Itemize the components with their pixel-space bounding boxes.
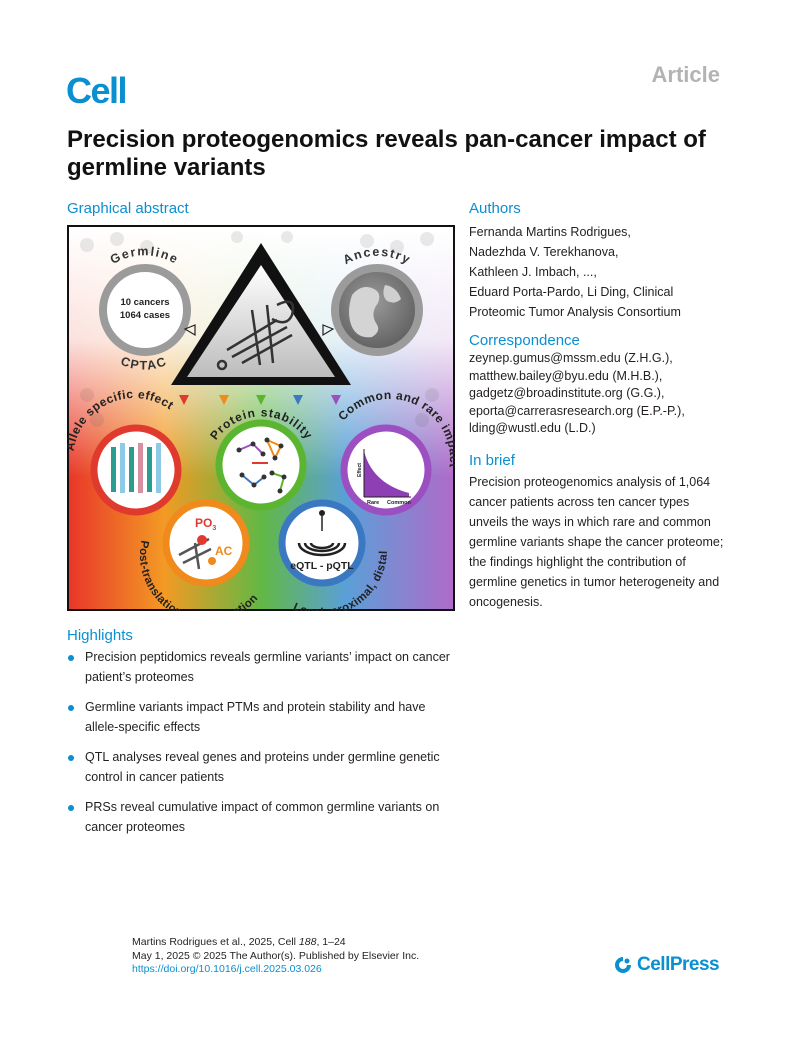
- svg-text:CPTAC: CPTAC: [119, 354, 169, 373]
- author-line: Fernanda Martins Rodrigues,: [469, 225, 631, 239]
- ac-label: AC: [215, 544, 233, 558]
- allele-bars-icon: [111, 443, 161, 493]
- author-line: Nadezhda V. Terekhanova,: [469, 245, 619, 259]
- correspondence-email[interactable]: eporta@carrerasresearch.org (E.P.-P.),: [469, 403, 685, 418]
- highlight-item: PRSs reveal cumulative impact of common …: [68, 798, 453, 837]
- article-type-label: Article: [651, 62, 720, 87]
- rare-axis-label: Rare: [367, 500, 379, 506]
- in-brief-heading: In brief: [469, 452, 515, 469]
- graphical-abstract-heading: Graphical abstract: [67, 200, 189, 217]
- correspondence-email[interactable]: matthew.bailey@byu.edu (M.H.B.),: [469, 368, 663, 383]
- cellpress-icon: [615, 957, 631, 973]
- doi-link[interactable]: https://doi.org/10.1016/j.cell.2025.03.0…: [132, 963, 322, 975]
- common-axis-label: Common: [387, 500, 411, 506]
- journal-logo: Cell: [66, 70, 128, 111]
- cptac-label: CPTAC: [119, 354, 168, 373]
- po3-label: PO3: [195, 516, 216, 532]
- citation-footer: Martins Rodrigues et al., 2025, Cell 188…: [132, 936, 419, 977]
- authors-heading: Authors: [469, 200, 521, 217]
- article-title: Precision proteogenomics reveals pan-can…: [67, 126, 706, 181]
- cancers-count: 10 cancers: [120, 297, 169, 308]
- ancestry-circle: Ancestry: [331, 245, 423, 356]
- colored-arrows: [179, 395, 341, 405]
- dna-radiating-icon: [297, 542, 347, 557]
- eqtl-pqtl-label: eQTL - pQTL: [290, 560, 354, 572]
- highlights-heading: Highlights: [67, 627, 133, 644]
- effect-curve-icon: Effect Rare Common: [357, 449, 411, 506]
- highlights-list: Precision peptidomics reveals germline v…: [68, 648, 453, 848]
- citation-prefix: Martins Rodrigues et al., 2025, Cell: [132, 936, 299, 948]
- correspondence-email[interactable]: lding@wustl.edu (L.D.): [469, 421, 596, 435]
- germline-circle: Germline 10 cancers 1064 cases CPTAC: [99, 244, 191, 373]
- cellpress-logo: CellPress: [613, 954, 720, 976]
- author-line: Proteomic Tumor Analysis Consortium: [469, 305, 681, 319]
- effect-axis-label: Effect: [357, 463, 363, 477]
- correspondence-heading: Correspondence: [469, 332, 580, 349]
- central-triangle: [171, 243, 351, 385]
- silhouette-pattern: [80, 231, 439, 427]
- correspondence-email[interactable]: gadgetz@broadinstitute.org (G.G.),: [469, 386, 665, 400]
- citation-suffix: , 1–24: [316, 936, 346, 948]
- authors-list: Fernanda Martins Rodrigues, Nadezhda V. …: [469, 222, 739, 322]
- highlight-item: Precision peptidomics reveals germline v…: [68, 648, 453, 687]
- correspondence-email[interactable]: zeynep.gumus@mssm.edu (Z.H.G.),: [469, 351, 673, 365]
- highlight-item: QTL analyses reveal genes and proteins u…: [68, 748, 453, 787]
- author-line: Eduard Porta-Pardo, Li Ding, Clinical: [469, 285, 674, 299]
- citation-volume: 188: [298, 936, 317, 948]
- in-brief-text: Precision proteogenomics analysis of 1,0…: [469, 475, 724, 609]
- protein-structure-icon: [216, 300, 295, 371]
- correspondence-list: zeynep.gumus@mssm.edu (Z.H.G.), matthew.…: [469, 350, 739, 438]
- highlight-item: Germline variants impact PTMs and protei…: [68, 698, 453, 737]
- citation-line: Martins Rodrigues et al., 2025, Cell 188…: [132, 936, 419, 950]
- author-line: Kathleen J. Imbach, ...,: [469, 265, 597, 279]
- cellpress-label: CellPress: [637, 954, 720, 975]
- cases-count: 1064 cases: [120, 310, 170, 321]
- copyright-line: May 1, 2025 © 2025 The Author(s). Publis…: [132, 949, 420, 962]
- graphical-abstract-figure: Germline 10 cancers 1064 cases CPTAC Anc…: [67, 225, 455, 611]
